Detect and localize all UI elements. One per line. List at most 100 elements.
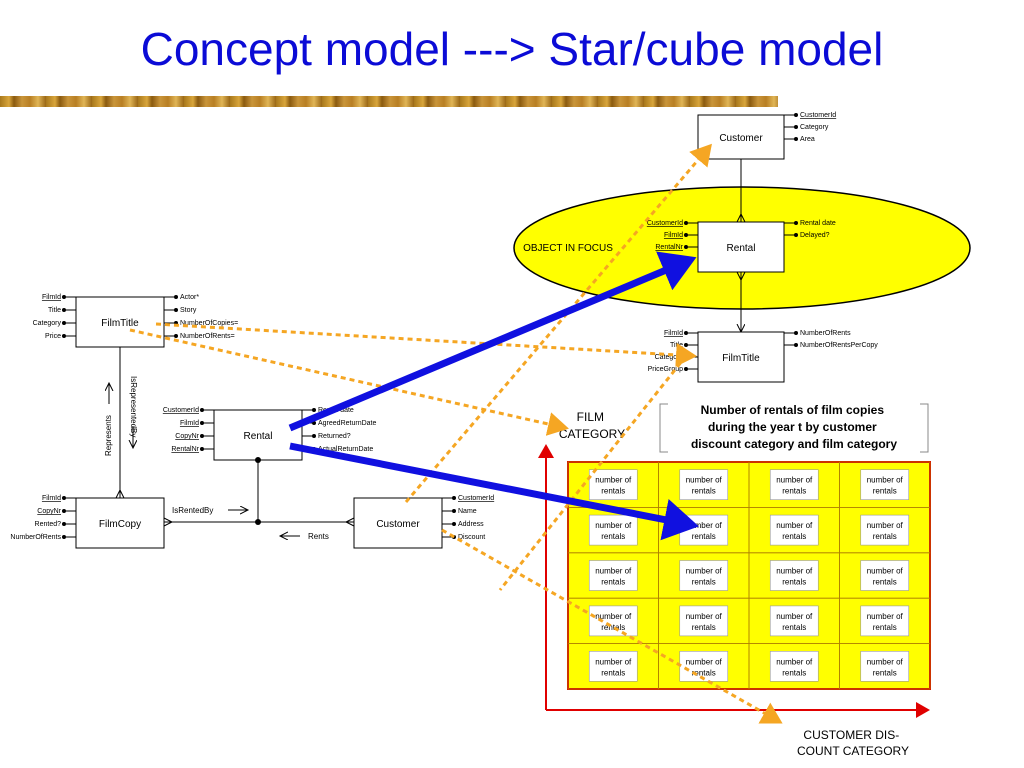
- attr-label: AgreedReturnDate: [318, 420, 376, 427]
- attr-label: Category: [33, 320, 62, 327]
- relation-is-represented-by: IsRepresentedBy: [129, 376, 138, 437]
- cube-cell: [588, 650, 638, 682]
- cube-cell: [860, 514, 910, 546]
- cube-cell: [860, 469, 910, 501]
- cube-cell: [860, 560, 910, 591]
- label-line: FILM: [577, 410, 604, 424]
- cell-line: rentals: [782, 578, 806, 587]
- left-customer-name: Customer: [376, 519, 420, 530]
- cell-line: rentals: [601, 623, 625, 632]
- cell-line: number of: [776, 567, 813, 576]
- attr-label: CustomerId: [163, 407, 199, 414]
- attr-label: CustomerId: [800, 112, 836, 119]
- cell-line: number of: [686, 521, 723, 530]
- left-filmcopy-name: FilmCopy: [99, 519, 141, 530]
- label-line: CUSTOMER DIS-: [803, 728, 899, 742]
- cell-line: rentals: [601, 668, 625, 677]
- attr-label: RentalNr: [171, 446, 199, 453]
- right-customer-entity[interactable]: [697, 114, 785, 160]
- cell-line: number of: [686, 612, 723, 621]
- attr-label: FilmId: [664, 330, 683, 337]
- relation-is-rented-by: IsRentedBy: [172, 506, 213, 515]
- attr-label: CustomerId: [458, 495, 494, 502]
- cell-line: number of: [686, 567, 723, 576]
- cube-cells: number of rentals number of rentals number o…: [567, 461, 931, 690]
- right-rental-attrs: CustomerId FilmId RentalNr Rental date D…: [647, 220, 836, 251]
- cell-line: number of: [776, 612, 813, 621]
- cell-line: rentals: [692, 487, 716, 496]
- film-category-label: FILM CATEGORY: [559, 410, 625, 441]
- cell-line: number of: [867, 657, 904, 666]
- cell-line: rentals: [601, 532, 625, 541]
- cell-line: number of: [686, 476, 723, 485]
- left-filmtitle-entity[interactable]: [75, 296, 165, 348]
- cell-line: rentals: [782, 623, 806, 632]
- cell-line: rentals: [873, 668, 897, 677]
- cube-cell: [588, 514, 638, 546]
- caption-line: during the year t by customer: [708, 420, 877, 434]
- cell-line: number of: [776, 521, 813, 530]
- cube-cell: [769, 469, 819, 501]
- cube-cell-text: number of rentals: [867, 612, 904, 632]
- map-filmtitle-to-filmtitle: [155, 322, 697, 367]
- caption-brackets: [659, 403, 929, 453]
- cell-line: number of: [595, 657, 632, 666]
- cell-line: number of: [867, 612, 904, 621]
- attr-label: FilmId: [180, 420, 199, 427]
- relation-rents: Rents: [308, 532, 329, 541]
- crowfoot-icon: [115, 488, 125, 499]
- attr-label: Price: [45, 333, 61, 340]
- attr-label: Story: [180, 307, 197, 314]
- cube-cell-text: number of rentals: [595, 657, 632, 677]
- cube-cell-text: number of rentals: [686, 476, 723, 496]
- right-customer-name: Customer: [719, 133, 763, 144]
- label-line: COUNT CATEGORY: [797, 744, 909, 758]
- map-category-to-matrix: [498, 355, 688, 591]
- attr-label: CopyNr: [37, 508, 61, 515]
- crowfoot-icon: [736, 271, 746, 282]
- cube-cell: [679, 650, 729, 682]
- attr-label: NumberOfRents: [10, 534, 61, 541]
- left-rental-name: Rental: [244, 431, 273, 442]
- attr-label: RentalNr: [655, 244, 683, 251]
- cube-cell: [860, 650, 910, 682]
- cell-line: rentals: [873, 487, 897, 496]
- attr-label: FilmId: [664, 232, 683, 239]
- cell-line: rentals: [692, 623, 716, 632]
- attr-label: NumberOfRents=: [180, 333, 235, 340]
- decorative-stripe: [0, 96, 778, 107]
- attr-label: Category: [800, 124, 829, 131]
- cube-cell: [769, 650, 819, 682]
- cube-cell-text: number of rentals: [867, 657, 904, 677]
- caption-line: Number of rentals of film copies: [701, 403, 885, 417]
- left-filmcopy-entity[interactable]: [75, 497, 165, 549]
- map-discount-to-customer-category: [441, 528, 783, 724]
- left-customer-entity[interactable]: [353, 497, 443, 549]
- slide-title: Concept model ---> Star/cube model: [140, 23, 884, 75]
- cell-line: number of: [595, 567, 632, 576]
- attr-label: Delayed?: [800, 232, 830, 239]
- cell-line: rentals: [782, 668, 806, 677]
- attr-label: Discount: [458, 534, 485, 541]
- cube-cell: [588, 469, 638, 501]
- cube-cell: [769, 560, 819, 591]
- rental-to-focus-arrow: [288, 251, 697, 432]
- cube-cell: [860, 605, 910, 637]
- label-line: CATEGORY: [559, 427, 625, 441]
- cell-line: number of: [867, 567, 904, 576]
- cell-line: rentals: [873, 623, 897, 632]
- attr-label: Category: [655, 354, 684, 361]
- right-rental-entity[interactable]: [697, 221, 785, 273]
- mapping-arrows: [129, 143, 783, 724]
- cell-line: rentals: [692, 532, 716, 541]
- attr-label: Address: [458, 521, 484, 528]
- cell-line: number of: [595, 476, 632, 485]
- left-rental-entity[interactable]: [213, 409, 303, 461]
- right-filmtitle-entity[interactable]: [697, 331, 785, 383]
